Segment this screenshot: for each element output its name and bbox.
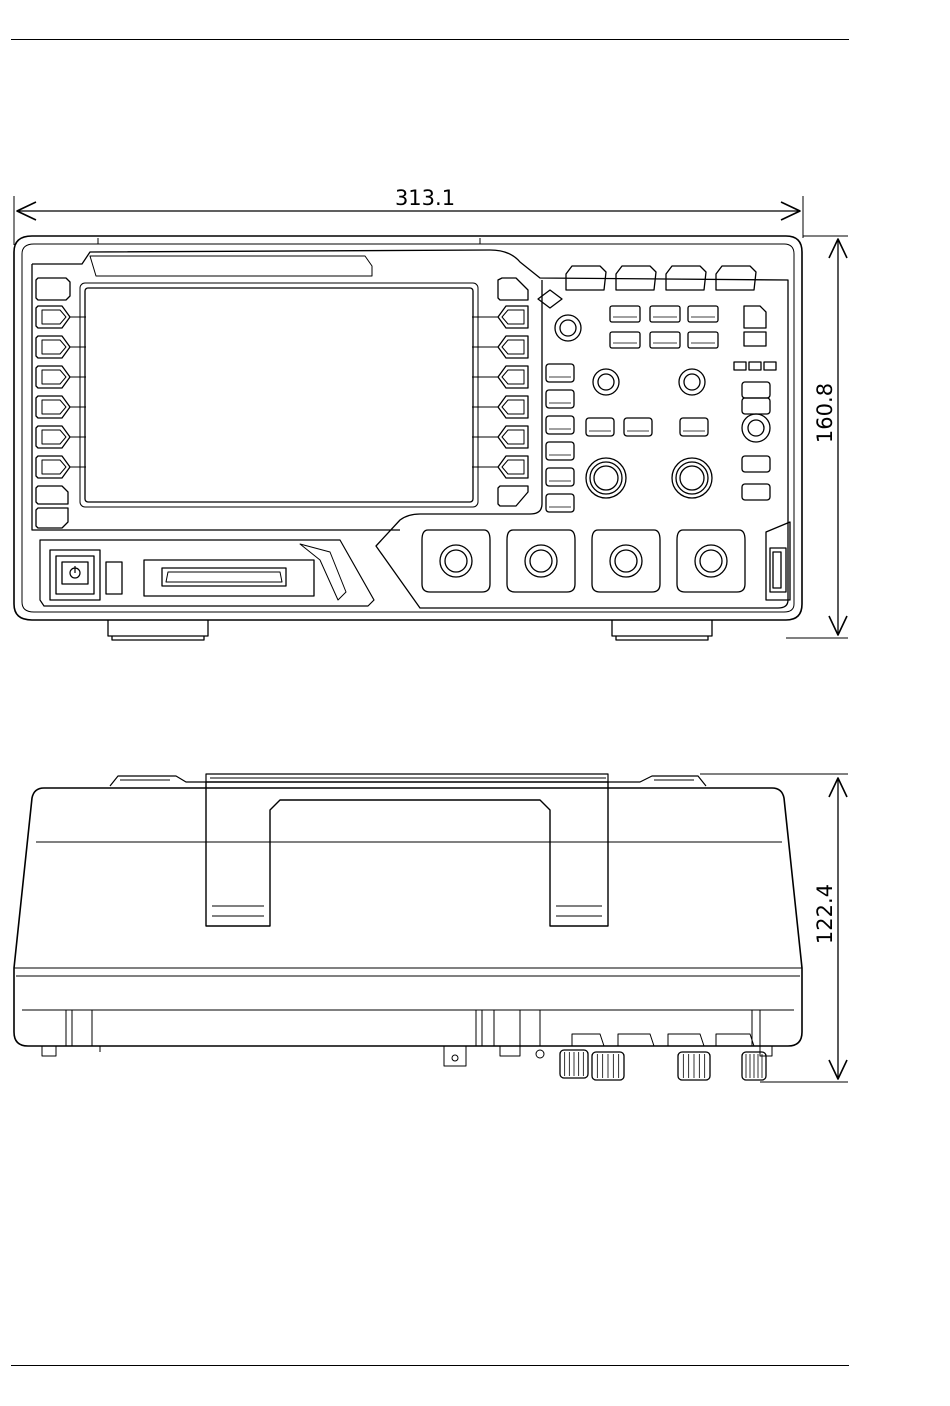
menu-key-6[interactable] [688, 332, 718, 348]
channel-key-1[interactable] [546, 364, 574, 382]
power-icon [70, 566, 80, 578]
vertical-position-knob[interactable] [593, 369, 619, 395]
top-view-knob-2 [592, 1052, 624, 1080]
channel-input-2[interactable] [507, 530, 575, 592]
bnc-frame-3 [592, 530, 660, 592]
left-softkey-inner-3 [42, 370, 66, 384]
left-softkey-4[interactable] [36, 396, 70, 418]
bnc-frame-4 [677, 530, 745, 592]
depth-dimension: 122.4 [700, 774, 848, 1082]
right-key-bottom[interactable] [498, 486, 528, 506]
protruding-keys [572, 1034, 754, 1046]
middle-key-1[interactable] [586, 418, 614, 436]
horizontal-position-knob[interactable] [679, 369, 705, 395]
bnc-connector-4 [700, 550, 722, 572]
right-softkey-inner-5 [502, 430, 524, 444]
left-softkey-inner-2 [42, 340, 66, 354]
left-key-top[interactable] [36, 278, 70, 300]
expansion-slot-frame [144, 560, 314, 596]
channel-key-6[interactable] [546, 494, 574, 512]
menu-key-1[interactable] [610, 306, 640, 322]
trigger-key-4[interactable] [742, 484, 770, 500]
left-softkey-3[interactable] [36, 366, 70, 388]
top-view: 122.4 [14, 774, 848, 1082]
horizontal-scale-knob[interactable] [672, 458, 712, 498]
top-view-knob-3 [678, 1052, 710, 1080]
middle-key-3[interactable] [680, 418, 708, 436]
right-softkey-inner-6 [502, 460, 524, 474]
channel-input-3[interactable] [592, 530, 660, 592]
right-softkey-inner-3 [502, 370, 524, 384]
left-softkey-6[interactable] [36, 456, 70, 478]
screen-bezel [32, 250, 788, 608]
indicator-leds [734, 362, 776, 370]
height-dimension: 160.8 [786, 236, 848, 638]
function-key-3[interactable] [666, 266, 706, 290]
channel-input-1[interactable] [422, 530, 490, 592]
io-strip [40, 540, 374, 606]
side-usb-port[interactable] [766, 522, 790, 600]
right-softkey-inner-4 [502, 400, 524, 414]
left-softkey-inner-4 [42, 400, 66, 414]
channel-key-2[interactable] [546, 390, 574, 408]
front-panel-outline [14, 236, 802, 620]
left-softkey-inner-6 [42, 460, 66, 474]
trigger-key-1[interactable] [742, 382, 770, 398]
left-softkey-5[interactable] [36, 426, 70, 448]
protruding-knobs [560, 1050, 766, 1080]
trigger-level-knob[interactable] [742, 414, 770, 442]
power-button[interactable] [50, 550, 100, 600]
chassis-outline [14, 788, 802, 1046]
left-softkey-1[interactable] [36, 306, 70, 328]
right-key-top[interactable] [498, 278, 528, 300]
left-softkey-2[interactable] [36, 336, 70, 358]
menu-key-4[interactable] [610, 332, 640, 348]
right-softkey-inner-1 [502, 310, 524, 324]
width-label: 313.1 [395, 186, 455, 210]
channel-inputs [422, 530, 745, 592]
multipurpose-knob[interactable] [555, 315, 581, 341]
channel-input-4[interactable] [677, 530, 745, 592]
menu-key-5[interactable] [650, 332, 680, 348]
menu-key-3[interactable] [688, 306, 718, 322]
channel-key-5[interactable] [546, 468, 574, 486]
height-label: 160.8 [813, 383, 837, 443]
bnc-connector-1 [445, 550, 467, 572]
screen [85, 288, 473, 502]
menu-key-2[interactable] [650, 306, 680, 322]
left-softkey-inner-5 [42, 430, 66, 444]
right-softkey-inner-2 [502, 340, 524, 354]
usb-host-port[interactable] [106, 562, 122, 594]
left-key-bottom-2[interactable] [36, 508, 68, 528]
bnc-connector-3 [615, 550, 637, 572]
bnc-connector-2 [530, 550, 552, 572]
function-key-4[interactable] [716, 266, 756, 290]
bnc-frame-2 [507, 530, 575, 592]
depth-label: 122.4 [813, 884, 837, 944]
bnc-frame-1 [422, 530, 490, 592]
front-right-foot [612, 620, 712, 640]
channel-key-3[interactable] [546, 416, 574, 434]
top-strip [90, 256, 372, 276]
carry-handle [206, 782, 608, 926]
right-softkeys [472, 278, 528, 506]
expansion-slot [162, 568, 286, 586]
trigger-key-3[interactable] [742, 456, 770, 472]
front-view: 313.1 160.8 [14, 186, 848, 640]
channel-key-4[interactable] [546, 442, 574, 460]
function-key-2[interactable] [616, 266, 656, 290]
run-stop-key[interactable] [744, 306, 766, 346]
left-softkeys [36, 278, 86, 528]
trigger-key-2[interactable] [742, 398, 770, 414]
left-softkey-inner-1 [42, 310, 66, 324]
vertical-scale-knob[interactable] [586, 458, 626, 498]
left-key-bottom-1[interactable] [36, 486, 68, 504]
top-view-knob-1 [560, 1050, 588, 1078]
front-left-foot [108, 620, 208, 640]
middle-key-2[interactable] [624, 418, 652, 436]
control-panel [538, 290, 776, 512]
